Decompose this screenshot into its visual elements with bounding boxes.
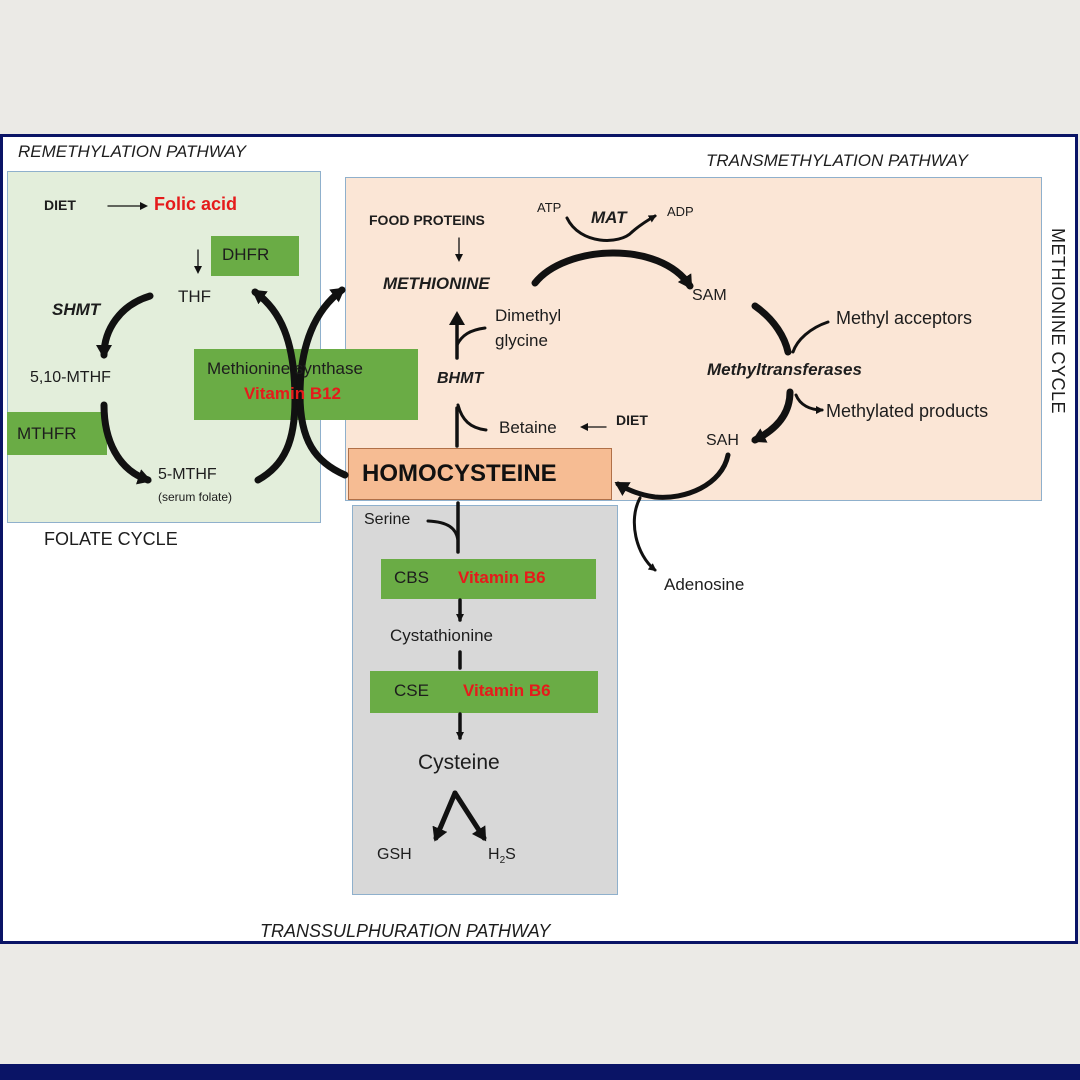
510-mthf-label: 5,10-MTHF — [30, 369, 111, 386]
mthfr-label: MTHFR — [17, 424, 77, 443]
methionine-synthase-label: Methionine synthase — [207, 359, 363, 378]
bhmt-label: BHMT — [437, 370, 484, 387]
glycine-label: glycine — [495, 331, 548, 350]
methylated-products-label: Methylated products — [826, 401, 989, 421]
betaine-label: Betaine — [499, 418, 557, 437]
mat-label: MAT — [591, 208, 627, 227]
cysteine-label: Cysteine — [418, 751, 500, 774]
cse-label: CSE — [394, 681, 429, 700]
bottom-bar — [0, 1064, 1080, 1080]
transmethylation-pathway-title: TRANSMETHYLATION PATHWAY — [706, 151, 968, 170]
serine-label: Serine — [364, 511, 411, 528]
vitamin-b12-label: Vitamin B12 — [244, 384, 342, 403]
adp-label: ADP — [667, 204, 694, 219]
adenosine-label: Adenosine — [664, 575, 745, 594]
dhfr-box — [211, 236, 299, 276]
sah-label: SAH — [706, 432, 739, 449]
h2s-s: S — [505, 846, 516, 863]
cbs-vitamin-b6-label: Vitamin B6 — [458, 568, 546, 587]
cse-vitamin-b6-label: Vitamin B6 — [463, 681, 551, 700]
mthfr-box — [7, 412, 107, 455]
methionine-cycle-title: METHIONINE CYCLE — [1048, 228, 1068, 415]
folate-diet-label: DIET — [44, 197, 76, 213]
methyl-acceptors-label: Methyl acceptors — [836, 308, 973, 328]
dhfr-label: DHFR — [222, 245, 270, 264]
homocysteine-label: HOMOCYSTEINE — [362, 460, 557, 487]
gsh-label: GSH — [377, 846, 412, 863]
folic-acid-label: Folic acid — [154, 194, 238, 214]
food-proteins-label: FOOD PROTEINS — [369, 212, 485, 228]
serum-folate-label: (serum folate) — [158, 490, 233, 504]
methyltransferases-label: Methyltransferases — [707, 360, 862, 379]
shmt-label: SHMT — [52, 300, 101, 319]
atp-label: ATP — [537, 200, 562, 215]
thf-label: THF — [178, 287, 212, 306]
homocysteine-box — [348, 448, 612, 500]
methionine-label: METHIONINE — [383, 274, 490, 293]
h2s-subscript: 2 — [499, 855, 506, 867]
folate-cycle-title: FOLATE CYCLE — [44, 529, 178, 549]
remethylation-pathway-title: REMETHYLATION PATHWAY — [18, 142, 246, 161]
dimethyl-label: Dimethyl — [495, 306, 562, 325]
cystathionine-label: Cystathionine — [390, 626, 494, 645]
transsulphuration-pathway-title: TRANSSULPHURATION PATHWAY — [260, 921, 551, 941]
h2s-h: H — [488, 846, 500, 863]
cbs-box — [381, 559, 596, 599]
h2s-label: H2S — [488, 846, 516, 866]
methionine-diet-label: DIET — [616, 412, 648, 428]
cbs-label: CBS — [394, 568, 429, 587]
5-mthf-label: 5-MTHF — [158, 466, 217, 483]
sam-label: SAM — [692, 287, 727, 304]
cse-box — [370, 671, 598, 713]
